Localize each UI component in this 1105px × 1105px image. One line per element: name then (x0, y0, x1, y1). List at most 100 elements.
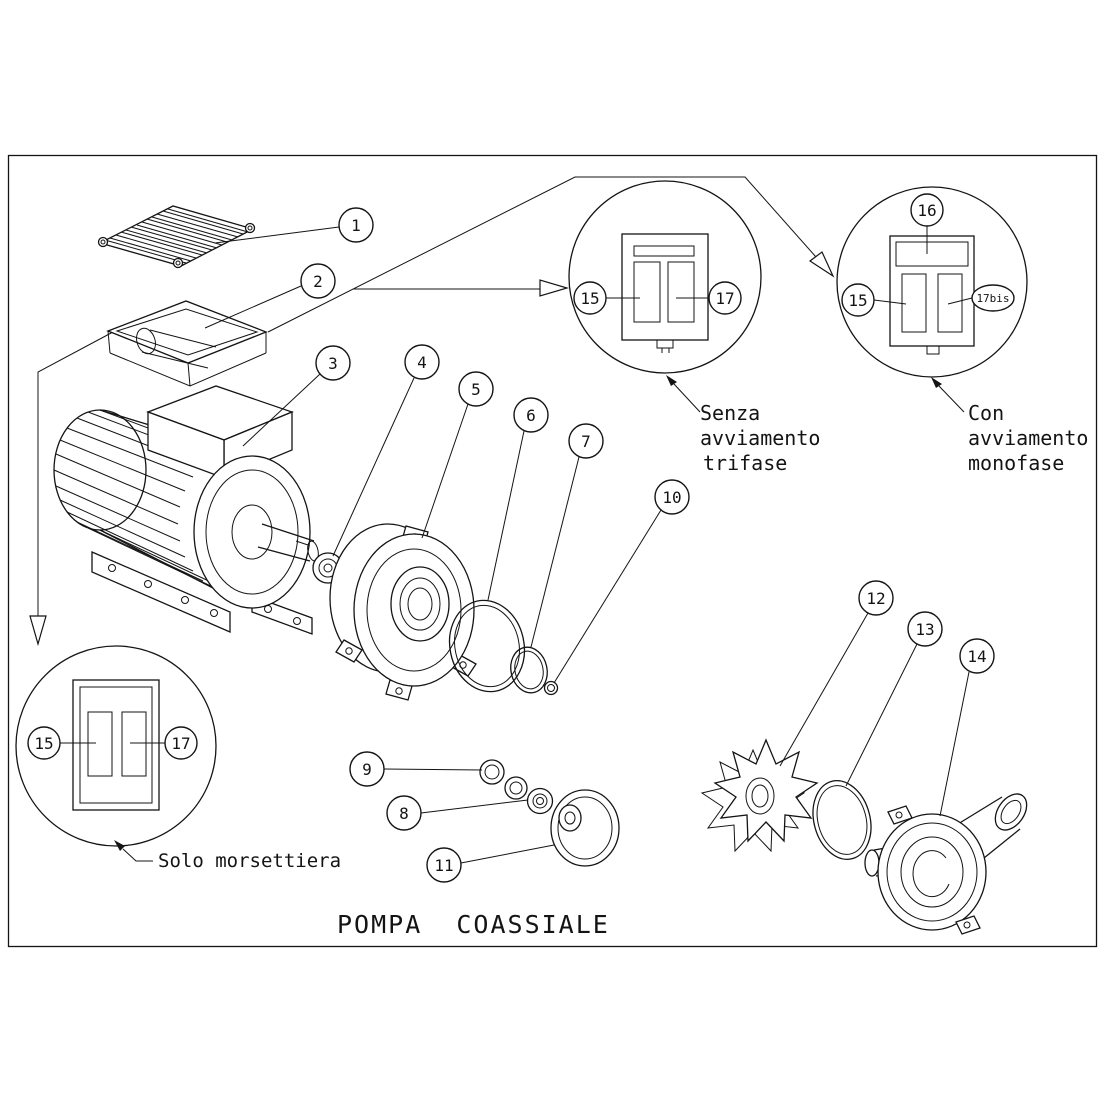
arrow-to-trifase-detail (539, 279, 570, 297)
motor-shaft (257, 523, 319, 562)
balloon-15-trifase: 15 (573, 281, 640, 315)
balloon-17bis-label: 17bis (976, 292, 1009, 305)
monofase-note-line2: avviamento (968, 426, 1088, 450)
trifase-note-line3: trifase (703, 451, 787, 475)
detail-trifase: 15 17 Senza avviamento trifase (568, 180, 820, 475)
reference-line-right (267, 176, 817, 333)
part-seal-rotating (479, 759, 528, 800)
cover-inner-tube (136, 327, 217, 369)
balloon-16: 16 (910, 193, 944, 254)
balloon-3: 3 (242, 345, 351, 447)
balloon-1: 1 (214, 207, 374, 244)
balloon-4: 4 (332, 344, 440, 557)
morsettiera-detail-circle (15, 645, 217, 847)
cover-rim-outer (106, 300, 268, 364)
balloon-2: 2 (204, 263, 336, 329)
morsettiera-note: Solo morsettiera (114, 840, 341, 872)
trifase-terminal-block (621, 233, 709, 353)
balloon-14: 14 (939, 638, 995, 817)
drawing-border (7, 154, 1098, 948)
pump-face-outer (877, 813, 987, 931)
trifase-note-line1: Senza (700, 401, 760, 425)
balloon-15-morsettiera: 15 (27, 726, 96, 760)
balloon-5: 5 (421, 371, 494, 539)
detail-morsettiera: 15 17 Solo morsettiera (15, 645, 341, 872)
part-seal-seat (526, 787, 554, 815)
balloon-17-trifase-label: 17 (715, 289, 734, 308)
arrow-to-monofase-detail (808, 251, 835, 278)
balloon-2-label: 2 (313, 272, 323, 291)
morsettiera-terminal-block (72, 679, 160, 811)
balloon-13: 13 (845, 611, 943, 787)
monofase-note: Con avviamento monofase (931, 377, 1088, 475)
balloon-15-monofase-label: 15 (848, 291, 867, 310)
balloon-6-label: 6 (526, 406, 536, 425)
pump-face-ring (886, 822, 978, 922)
monofase-note-line3: monofase (968, 451, 1064, 475)
balloon-11-label: 11 (434, 856, 453, 875)
part-circlip (543, 680, 559, 696)
balloon-17-morsettiera-label: 17 (171, 734, 190, 753)
balloon-17-trifase: 17 (676, 281, 742, 315)
trifase-note-line2: avviamento (700, 426, 820, 450)
bracket-boss-inner (399, 577, 441, 631)
balloon-4-label: 4 (417, 353, 427, 372)
cover-rim-inner (115, 308, 259, 356)
balloon-17bis: 17bis (947, 284, 1015, 312)
motor-front-hub (231, 504, 273, 560)
main-balloons: 1 2 3 4 5 6 7 10 (204, 207, 995, 883)
balloon-12: 12 (779, 580, 894, 767)
balloon-10: 10 (553, 479, 690, 684)
part-pump-bracket (329, 523, 477, 701)
pump-mounting-tabs (887, 805, 981, 935)
monofase-note-line1: Con (968, 401, 1004, 425)
part-oring-large (448, 599, 526, 693)
part-oring-pump (812, 780, 872, 860)
balloon-7-label: 7 (581, 432, 591, 451)
balloon-5-label: 5 (471, 380, 481, 399)
trifase-note: Senza avviamento trifase (666, 375, 820, 475)
motor-front-ring (205, 469, 299, 595)
balloon-9: 9 (349, 751, 483, 787)
balloon-14-label: 14 (967, 647, 986, 666)
balloon-8-label: 8 (399, 804, 409, 823)
cover-walls (107, 330, 267, 387)
part-disc-impeller (550, 789, 620, 867)
reference-line-left (37, 331, 114, 616)
morsettiera-note-label: Solo morsettiera (158, 850, 341, 872)
detail-monofase: 16 15 17bis Con avviamento monofase (836, 186, 1088, 475)
monofase-detail-circle (836, 186, 1028, 378)
trifase-detail-circle (568, 180, 762, 374)
balloon-16-label: 16 (917, 201, 936, 220)
bracket-bore (407, 587, 433, 621)
balloon-12-label: 12 (866, 589, 885, 608)
balloon-13-label: 13 (915, 620, 934, 639)
balloon-10-label: 10 (662, 488, 681, 507)
balloon-6: 6 (487, 397, 549, 601)
part-pump-body (864, 793, 1028, 935)
balloon-9-label: 9 (362, 760, 372, 779)
part-oring-small (510, 646, 548, 694)
balloon-17-morsettiera: 17 (130, 726, 198, 760)
pump-face-inner (900, 836, 964, 908)
balloon-8: 8 (386, 795, 529, 831)
lid-fins (104, 208, 249, 264)
arrow-to-morsettiera-detail (29, 615, 47, 647)
balloon-15-trifase-label: 15 (580, 289, 599, 308)
balloon-1-label: 1 (351, 216, 361, 235)
lid-screw-tabs (97, 222, 256, 269)
balloon-3-label: 3 (328, 354, 338, 373)
balloon-7: 7 (530, 423, 604, 648)
detail-reference-lines (29, 176, 835, 647)
motor-front-bell (193, 455, 311, 609)
pump-discharge-port (957, 793, 1028, 859)
balloon-15-monofase: 15 (841, 283, 907, 317)
part-terminal-box-cover (106, 300, 268, 387)
balloon-11: 11 (426, 844, 555, 883)
drawing-title: POMPA COASSIALE (337, 910, 610, 939)
part-motor (53, 385, 319, 635)
part-finned-lid (97, 205, 256, 269)
balloon-15-morsettiera-label: 15 (34, 734, 53, 753)
part-star-impeller (700, 738, 819, 853)
